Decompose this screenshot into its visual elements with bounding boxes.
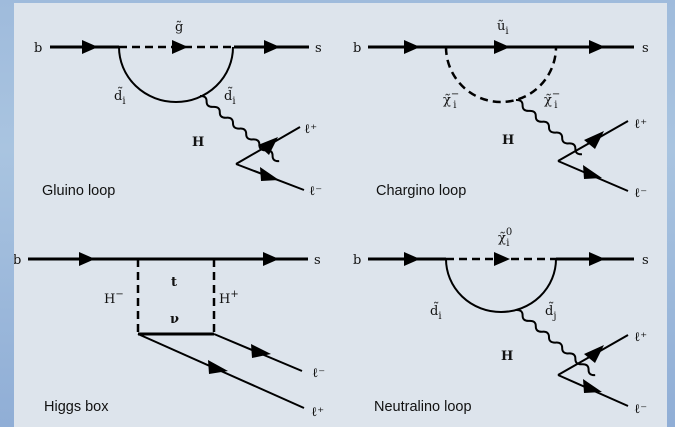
in-quark-arrow xyxy=(404,252,420,266)
in-quark-label: b xyxy=(34,41,42,56)
in-quark-label: b xyxy=(353,41,361,56)
diagram-caption: Neutralino loop xyxy=(374,399,472,415)
squark-label: ũi xyxy=(497,19,509,37)
right-squark-label: d̃j xyxy=(545,302,556,322)
squark-arrow xyxy=(494,40,510,54)
in-quark-arrow xyxy=(79,252,95,266)
higgs-box-svg: b s t H− H+ ν ℓ⁻ ℓ⁺ Higgs box xyxy=(14,252,325,420)
top-quark-label: t xyxy=(171,275,177,290)
lepton-plus-label: ℓ⁺ xyxy=(311,405,324,420)
lepton-plus-arrow xyxy=(584,345,604,363)
out-quark-arrow xyxy=(264,40,280,54)
lepton-plus-arrow xyxy=(258,137,278,155)
diagram-caption: Chargino loop xyxy=(376,183,466,199)
out-quark-label: s xyxy=(642,253,649,268)
diagram-caption: Higgs box xyxy=(44,399,109,415)
lepton-minus-arrow xyxy=(251,344,271,358)
gluino-label: g̃ xyxy=(175,20,183,35)
in-quark-arrow xyxy=(404,40,420,54)
chargino-loop-svg: b s ũi χ̃−i χ̃−i H ℓ⁺ ℓ⁻ Chargino loop xyxy=(353,19,649,201)
right-squark-label: d̃i xyxy=(224,87,236,107)
diagram-caption: Gluino loop xyxy=(42,183,115,199)
higgs-label: H xyxy=(502,133,514,148)
in-quark-label: b xyxy=(14,253,21,268)
higgs-propagator xyxy=(515,308,596,377)
squark-loop xyxy=(445,258,557,313)
out-quark-arrow xyxy=(589,40,605,54)
lepton-plus-arrow xyxy=(584,131,604,149)
right-chargino-label: χ̃−i xyxy=(544,89,560,111)
in-quark-arrow xyxy=(82,40,98,54)
higgs-label: H xyxy=(192,135,204,150)
out-quark-arrow xyxy=(589,252,605,266)
lepton-plus-arrow xyxy=(208,360,228,374)
neutrino-label: ν xyxy=(170,312,179,327)
higgs-label: H xyxy=(501,349,513,364)
left-squark-label: d̃i xyxy=(114,87,126,107)
out-quark-label: s xyxy=(315,41,322,56)
gluino-arrow xyxy=(172,40,188,54)
neutralino-arrow xyxy=(494,252,510,266)
out-quark-label: s xyxy=(314,253,321,268)
lepton-plus-label: ℓ⁺ xyxy=(304,122,317,137)
lepton-plus-label: ℓ⁺ xyxy=(634,330,647,345)
in-quark-label: b xyxy=(353,253,361,268)
out-quark-arrow xyxy=(263,252,279,266)
lepton-minus-label: ℓ⁻ xyxy=(309,184,322,199)
lepton-minus-label: ℓ⁻ xyxy=(312,366,325,381)
higgs-propagator xyxy=(199,94,280,163)
charged-higgs-minus-label: H− xyxy=(104,289,124,307)
lepton-plus-label: ℓ⁺ xyxy=(634,117,647,132)
chargino-loop xyxy=(444,46,558,104)
squark-loop xyxy=(118,46,234,103)
gluino-loop-svg: b s g̃ d̃i d̃i H ℓ⁺ ℓ⁻ Gluino loop xyxy=(34,20,322,199)
chargino-loop-diagram: b s ũi χ̃−i χ̃−i H ℓ⁺ ℓ⁻ Chargino loop xyxy=(346,3,667,210)
gluino-loop-diagram: b s g̃ d̃i d̃i H ℓ⁺ ℓ⁻ Gluino loop xyxy=(14,3,346,210)
left-chargino-label: χ̃−i xyxy=(443,89,459,111)
charged-higgs-plus-label: H+ xyxy=(219,289,239,307)
lepton-minus-arrow xyxy=(583,379,602,393)
lepton-minus-label: ℓ⁻ xyxy=(634,402,647,417)
lepton-minus-arrow xyxy=(260,167,279,181)
out-quark-label: s xyxy=(642,41,649,56)
higgs-propagator xyxy=(515,98,583,156)
lepton-minus-arrow xyxy=(583,165,602,179)
left-squark-label: d̃i xyxy=(430,302,442,322)
higgs-box-diagram: b s t H− H+ ν ℓ⁻ ℓ⁺ Higgs box xyxy=(14,210,346,427)
lepton-minus-label: ℓ⁻ xyxy=(634,186,647,201)
